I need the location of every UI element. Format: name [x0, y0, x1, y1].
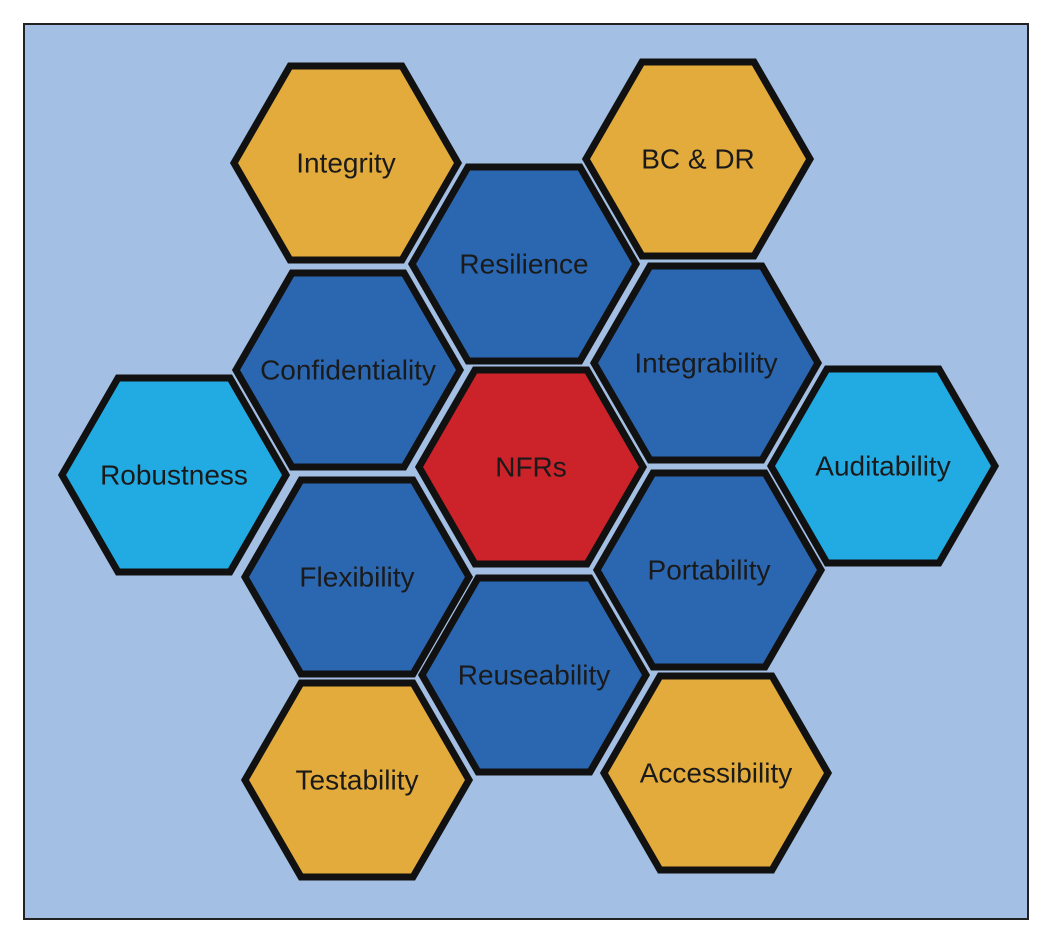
hexagon-label-auditability: Auditability: [815, 451, 950, 482]
hexagon-integrity: Integrity: [229, 62, 463, 264]
hexagon-shape-nfrs: [414, 366, 648, 568]
hexagon-label-nfrs: NFRs: [495, 452, 567, 483]
hexagon-shape-testability: [240, 679, 474, 881]
hexagon-auditability: Auditability: [766, 365, 1000, 567]
hexagon-shape-integrity: [229, 62, 463, 264]
hexagon-nfrs: NFRs: [414, 366, 648, 568]
hexagon-shape-confidentiality: [231, 269, 465, 471]
hexagon-shape-bc-dr: [581, 58, 815, 260]
hexagon-label-integrity: Integrity: [296, 148, 396, 179]
hexagon-label-flexibility: Flexibility: [299, 562, 414, 593]
hexagon-label-testability: Testability: [296, 765, 419, 796]
hexagon-shape-reuseability: [417, 574, 651, 776]
hexagon-label-confidentiality: Confidentiality: [260, 355, 436, 386]
hexagon-resilience: Resilience: [407, 163, 641, 365]
hexagon-label-bc-dr: BC & DR: [641, 144, 755, 175]
hexagon-label-integrability: Integrability: [634, 348, 777, 379]
hexagon-reuseability: Reuseability: [417, 574, 651, 776]
hexagon-portability: Portability: [592, 469, 826, 671]
hexagon-shape-resilience: [407, 163, 641, 365]
hexagon-robustness: Robustness: [57, 374, 291, 576]
hexagon-flexibility: Flexibility: [240, 476, 474, 678]
hexagon-confidentiality: Confidentiality: [231, 269, 465, 471]
hexagon-shape-integrability: [589, 262, 823, 464]
hexagon-testability: Testability: [240, 679, 474, 881]
hexagon-shape-flexibility: [240, 476, 474, 678]
hexagon-label-resilience: Resilience: [459, 249, 588, 280]
hexagon-shape-auditability: [766, 365, 1000, 567]
hexagon-shape-accessibility: [599, 672, 833, 874]
hexagon-shape-robustness: [57, 374, 291, 576]
hexagon-shape-portability: [592, 469, 826, 671]
hexagon-label-reuseability: Reuseability: [458, 660, 611, 691]
hexagon-layer: NFRs ResilienceIntegrabilityPortabilityRe…: [57, 58, 1000, 881]
hexagon-integrability: Integrability: [589, 262, 823, 464]
hexagon-accessibility: Accessibility: [599, 672, 833, 874]
hexagon-label-accessibility: Accessibility: [640, 758, 792, 789]
hexagon-label-robustness: Robustness: [100, 460, 248, 491]
hexagon-bc-dr: BC & DR: [581, 58, 815, 260]
hexagon-label-portability: Portability: [648, 555, 771, 586]
